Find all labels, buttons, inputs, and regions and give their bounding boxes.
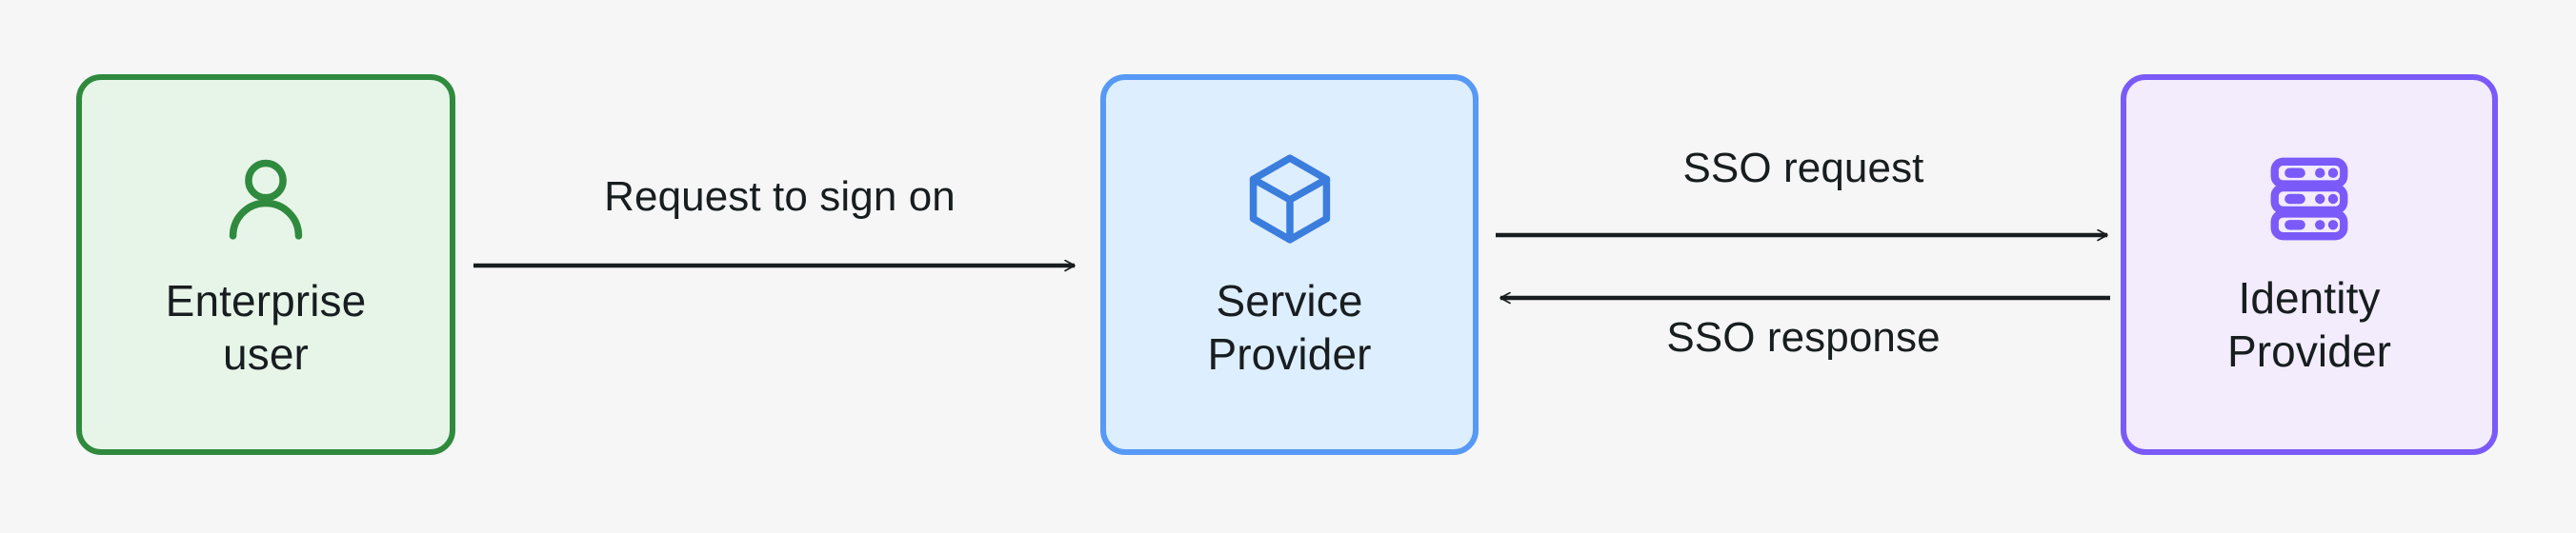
node-label-service-provider: Service Provider [1207, 275, 1372, 379]
node-identity-provider[interactable]: Identity Provider [2121, 74, 2498, 455]
server-rack-icon [2262, 151, 2357, 247]
edge-label-sso-request: SSO request [1682, 145, 1924, 191]
user-icon [215, 148, 316, 249]
node-enterprise-user[interactable]: Enterprise user [76, 74, 455, 455]
node-label-enterprise-user: Enterprise user [165, 275, 367, 379]
edge-label-request-to-sign-on: Request to sign on [604, 173, 956, 220]
node-service-provider[interactable]: Service Provider [1100, 74, 1479, 455]
node-label-identity-provider: Identity Provider [2226, 272, 2392, 376]
edge-label-sso-response: SSO response [1666, 314, 1941, 361]
cube-icon [1239, 148, 1340, 249]
